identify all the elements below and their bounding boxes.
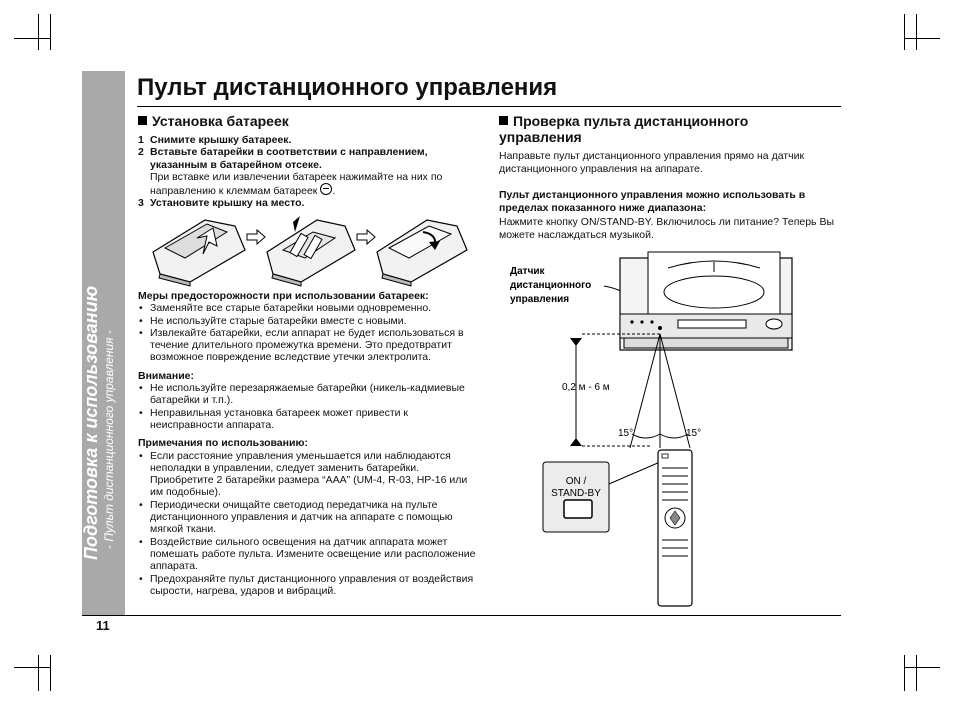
usage-notes-heading: Примечания по использованию:: [138, 437, 308, 450]
minus-terminal-icon: [320, 183, 333, 196]
sidebar-main-label: Подготовка к использованию: [81, 285, 101, 560]
check-heading: Проверка пульта дистанционного управлени…: [499, 113, 749, 145]
list-item: Не используйте старые батарейки вместе с…: [138, 315, 478, 328]
check-range-note: Пульт дистанционного управления можно ис…: [499, 189, 806, 215]
angle-arc-left: [631, 433, 661, 439]
list-item: Неправильная установка батареек может пр…: [138, 407, 478, 432]
remote-battery-insert-illustration: [266, 216, 356, 287]
step-2: 2 Вставьте батарейки в соответствии с на…: [138, 146, 443, 198]
page-number: 11: [96, 618, 110, 633]
arrow-up-icon: [570, 338, 582, 346]
on-label: ON /: [566, 476, 587, 487]
list-item: Предохраняйте пульт дистанционного управ…: [138, 573, 478, 598]
sidebar-sub-label: - Пульт дистанционного управления -: [102, 330, 116, 549]
arrow-right-icon: [246, 228, 266, 246]
remote-range-diagram: Датчик дистанционного управления 0,2 м -…: [510, 251, 793, 607]
main-unit-illustration: [619, 251, 793, 351]
bullet-square-icon: [138, 116, 147, 125]
list-item: Воздействие сильного освещения на датчик…: [138, 536, 478, 573]
page-title: Пульт дистанционного управления: [137, 74, 558, 101]
footer-rule: [82, 615, 841, 616]
step-3: 3 Установите крышку на место.: [138, 197, 305, 210]
battery-steps: 1 Снимите крышку батареек. 2 Вставьте ба…: [138, 134, 478, 210]
check-intro: Направьте пульт дистанционного управлени…: [499, 150, 805, 176]
range-right-line: [659, 333, 691, 449]
on-standby-callout: ON / STAND-BY: [542, 461, 661, 533]
list-item: Заменяйте все старые батарейки новыми од…: [138, 302, 478, 315]
range-left-line: [629, 333, 661, 449]
list-item: Извлекайте батарейки, если аппарат не бу…: [138, 327, 478, 364]
list-item: Если расстояние управления уменьшается и…: [138, 450, 478, 499]
standby-label: STAND-BY: [551, 488, 601, 499]
list-item: Периодически очищайте светодиод передатч…: [138, 499, 478, 536]
arrow-right-icon: [356, 228, 376, 246]
precautions-heading: Меры предосторожности при использовании …: [138, 290, 429, 302]
sensor-label-line2: дистанционного: [510, 280, 591, 291]
sensor-label-line1: Датчик: [510, 266, 546, 277]
arrow-down-icon: [570, 438, 582, 446]
battery-heading: Установка батареек: [138, 113, 289, 129]
distance-label: 0,2 м - 6 м: [562, 382, 610, 393]
remote-control-illustration: [657, 449, 693, 607]
title-rule: [137, 106, 841, 107]
angle-label-left: 15°: [618, 428, 633, 439]
angle-arc-right: [659, 433, 689, 439]
attention-heading: Внимание:: [138, 369, 194, 382]
battery-precautions: Меры предосторожности при использовании …: [138, 290, 478, 597]
angle-label-right: 15°: [686, 428, 701, 439]
sidebar-band: [82, 71, 125, 615]
check-instructions: Нажмите кнопку ON/STAND-BY. Включилось л…: [499, 216, 834, 242]
battery-install-illustration: [152, 216, 468, 287]
step-1: 1 Снимите крышку батареек.: [138, 134, 292, 146]
remote-back-cover-open-illustration: [152, 219, 246, 287]
sensor-label-line3: управления: [510, 294, 569, 305]
sidebar-title: Подготовка к использованию - Пульт диста…: [81, 120, 126, 560]
remote-cover-closing-illustration: [376, 219, 468, 287]
bullet-square-icon: [499, 116, 508, 125]
list-item: Не используйте перезаряжаемые батарейки …: [138, 382, 478, 407]
